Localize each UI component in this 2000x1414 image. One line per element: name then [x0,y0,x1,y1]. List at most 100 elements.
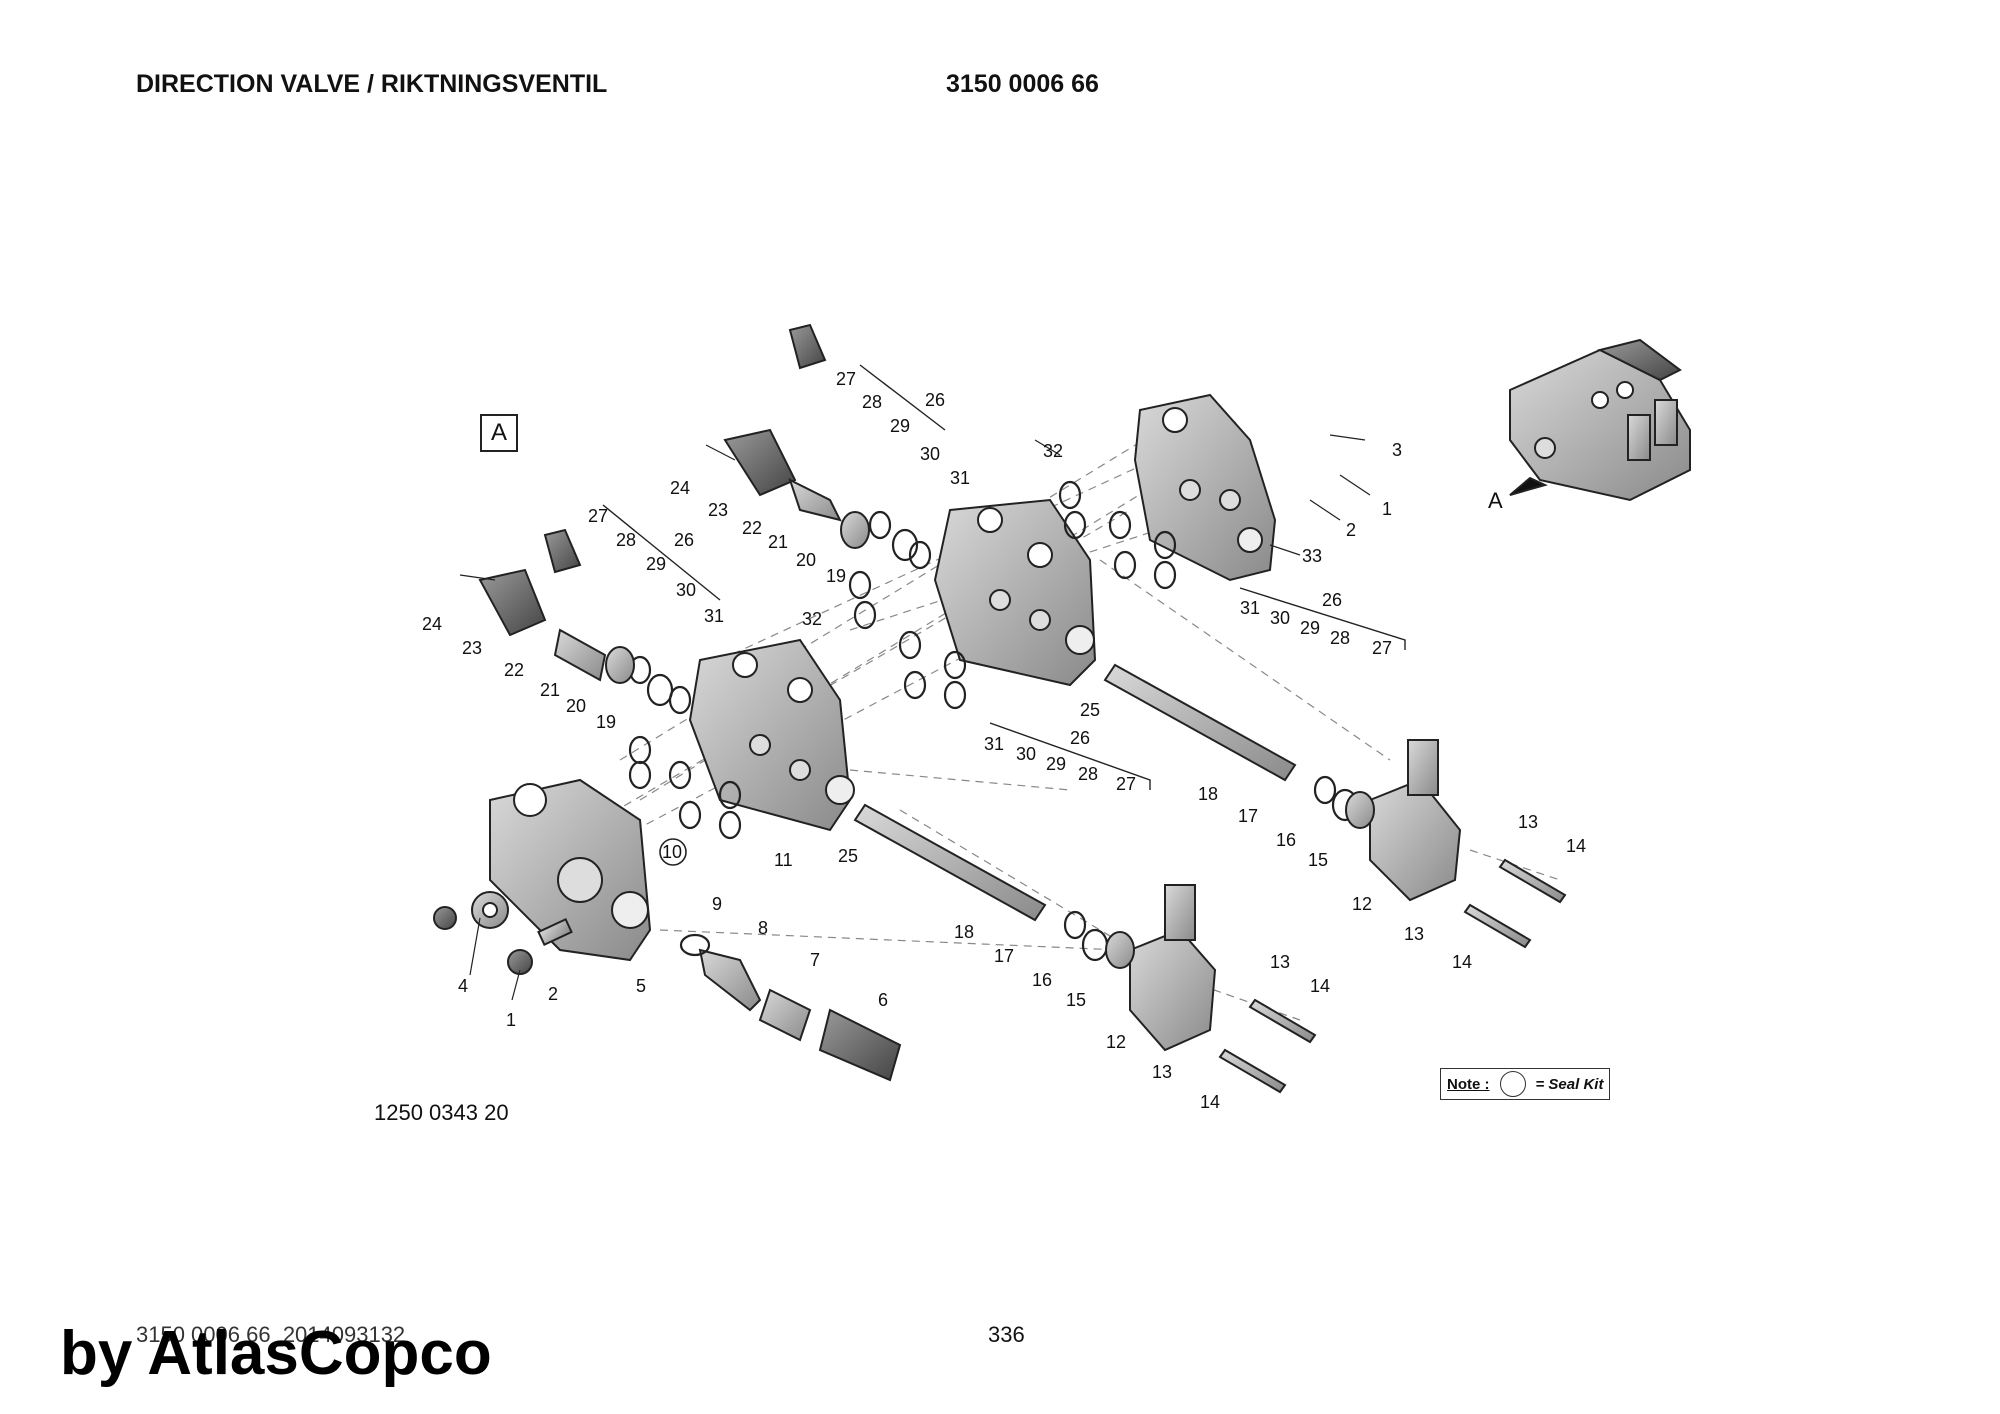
callout-18: 18 [1198,784,1218,804]
callout-8: 8 [758,918,768,938]
page-title: DIRECTION VALVE / RIKTNINGSVENTIL [136,70,608,98]
callout-16: 16 [1032,970,1052,990]
callout-24: 24 [422,614,442,634]
callout-31: 31 [984,734,1004,754]
callout-26: 26 [1322,590,1342,610]
port-relief-mid-parts-22-24 [478,528,607,682]
callout-29: 29 [1300,618,1320,638]
callout-32: 32 [802,609,822,629]
callout-14: 14 [1566,836,1586,856]
callout-1: 1 [506,1010,516,1030]
callout-18: 18 [954,922,974,942]
callout-labels: 27 28 29 30 31 26 24 23 22 21 20 19 32 2… [422,369,1586,1112]
callout-27: 27 [588,506,608,526]
callout-27: 27 [1116,774,1136,794]
callout-5: 5 [636,976,646,996]
callout-9: 9 [712,894,722,914]
callout-15: 15 [1066,990,1086,1010]
callout-30: 30 [1016,744,1036,764]
callout-6: 6 [878,990,888,1010]
inset-assembly-view [1509,338,1691,502]
washers-part-15 [605,511,1375,969]
callout-12: 12 [1352,894,1372,914]
note-text: = Seal Kit [1535,1075,1604,1093]
callout-24: 24 [670,478,690,498]
callout-14: 14 [1452,952,1472,972]
callout-1: 1 [1382,499,1392,519]
part-number: 3150 0006 66 [946,70,1099,98]
callout-30: 30 [676,580,696,600]
callout-28: 28 [862,392,882,412]
callout-26: 26 [925,390,945,410]
spring-cap-part-12-upper [1369,739,1462,902]
callout-30: 30 [1270,608,1290,628]
screws-part-14 [1218,858,1567,1094]
watermark: by AtlasCopco [60,1319,492,1388]
callout-14: 14 [1200,1092,1220,1112]
callout-28: 28 [1330,628,1350,648]
callout-26: 26 [1070,728,1090,748]
callout-23: 23 [462,638,482,658]
spool-part-18-lower [853,803,1047,922]
callout-15: 15 [1308,850,1328,870]
group-brackets-26 [602,364,1406,790]
view-label-box: A [480,414,518,452]
callout-17: 17 [1238,806,1258,826]
plug-part-4 [433,891,573,975]
callout-28: 28 [616,530,636,550]
callout-25: 25 [838,846,858,866]
callout-22: 22 [504,660,524,680]
callout-12: 12 [1106,1032,1126,1052]
callout-26: 26 [674,530,694,550]
callout-25: 25 [1080,700,1100,720]
callout-27: 27 [836,369,856,389]
callout-19: 19 [596,712,616,732]
callout-13: 13 [1404,924,1424,944]
section-body-part-25-upper [933,498,1097,687]
callout-13: 13 [1270,952,1290,972]
drawing-number: 1250 0343 20 [374,1100,509,1125]
document-code: 3150 0006 66_2014093132 [136,1322,406,1347]
page-number: 336 [988,1322,1025,1347]
seal-kit-marker [659,838,687,866]
callout-7: 7 [810,950,820,970]
spool-part-18-upper [1103,663,1297,782]
callout-3: 3 [1392,440,1402,460]
inlet-body-part-5 [489,778,652,962]
callout-16: 16 [1276,830,1296,850]
callout-31: 31 [704,606,724,626]
inset-view-label: A [1488,488,1503,513]
callout-21: 21 [768,532,788,552]
seal-kit-circle-icon [1499,1071,1526,1097]
callout-22: 22 [742,518,762,538]
callout-2: 2 [548,984,558,1004]
callout-19: 19 [826,566,846,586]
callout-14: 14 [1310,976,1330,996]
note-label: Note : [1447,1075,1490,1093]
callout-2: 2 [1346,520,1356,540]
callout-28: 28 [1078,764,1098,784]
callout-11: 11 [774,850,793,870]
callout-33: 33 [1302,546,1322,566]
callout-10: 10 [662,842,682,862]
callout-23: 23 [708,500,728,520]
callout-4: 4 [458,976,468,996]
section-body-part-25-lower [688,638,855,832]
callout-30: 30 [920,444,940,464]
relief-valve-parts-6-8 [698,948,902,1082]
callout-29: 29 [646,554,666,574]
callout-17: 17 [994,946,1014,966]
callout-13: 13 [1152,1062,1172,1082]
callout-27: 27 [1372,638,1392,658]
seal-kit-note: Note : = Seal Kit [1440,1068,1611,1100]
callout-29: 29 [890,416,910,436]
callout-31: 31 [1240,598,1260,618]
spring-cap-part-12-lower [1129,884,1217,1052]
callout-20: 20 [566,696,586,716]
leader-lines [459,434,1371,1001]
callout-13: 13 [1518,812,1538,832]
port-relief-upper-parts-22-24 [723,323,842,522]
callout-31: 31 [950,468,970,488]
callout-20: 20 [796,550,816,570]
